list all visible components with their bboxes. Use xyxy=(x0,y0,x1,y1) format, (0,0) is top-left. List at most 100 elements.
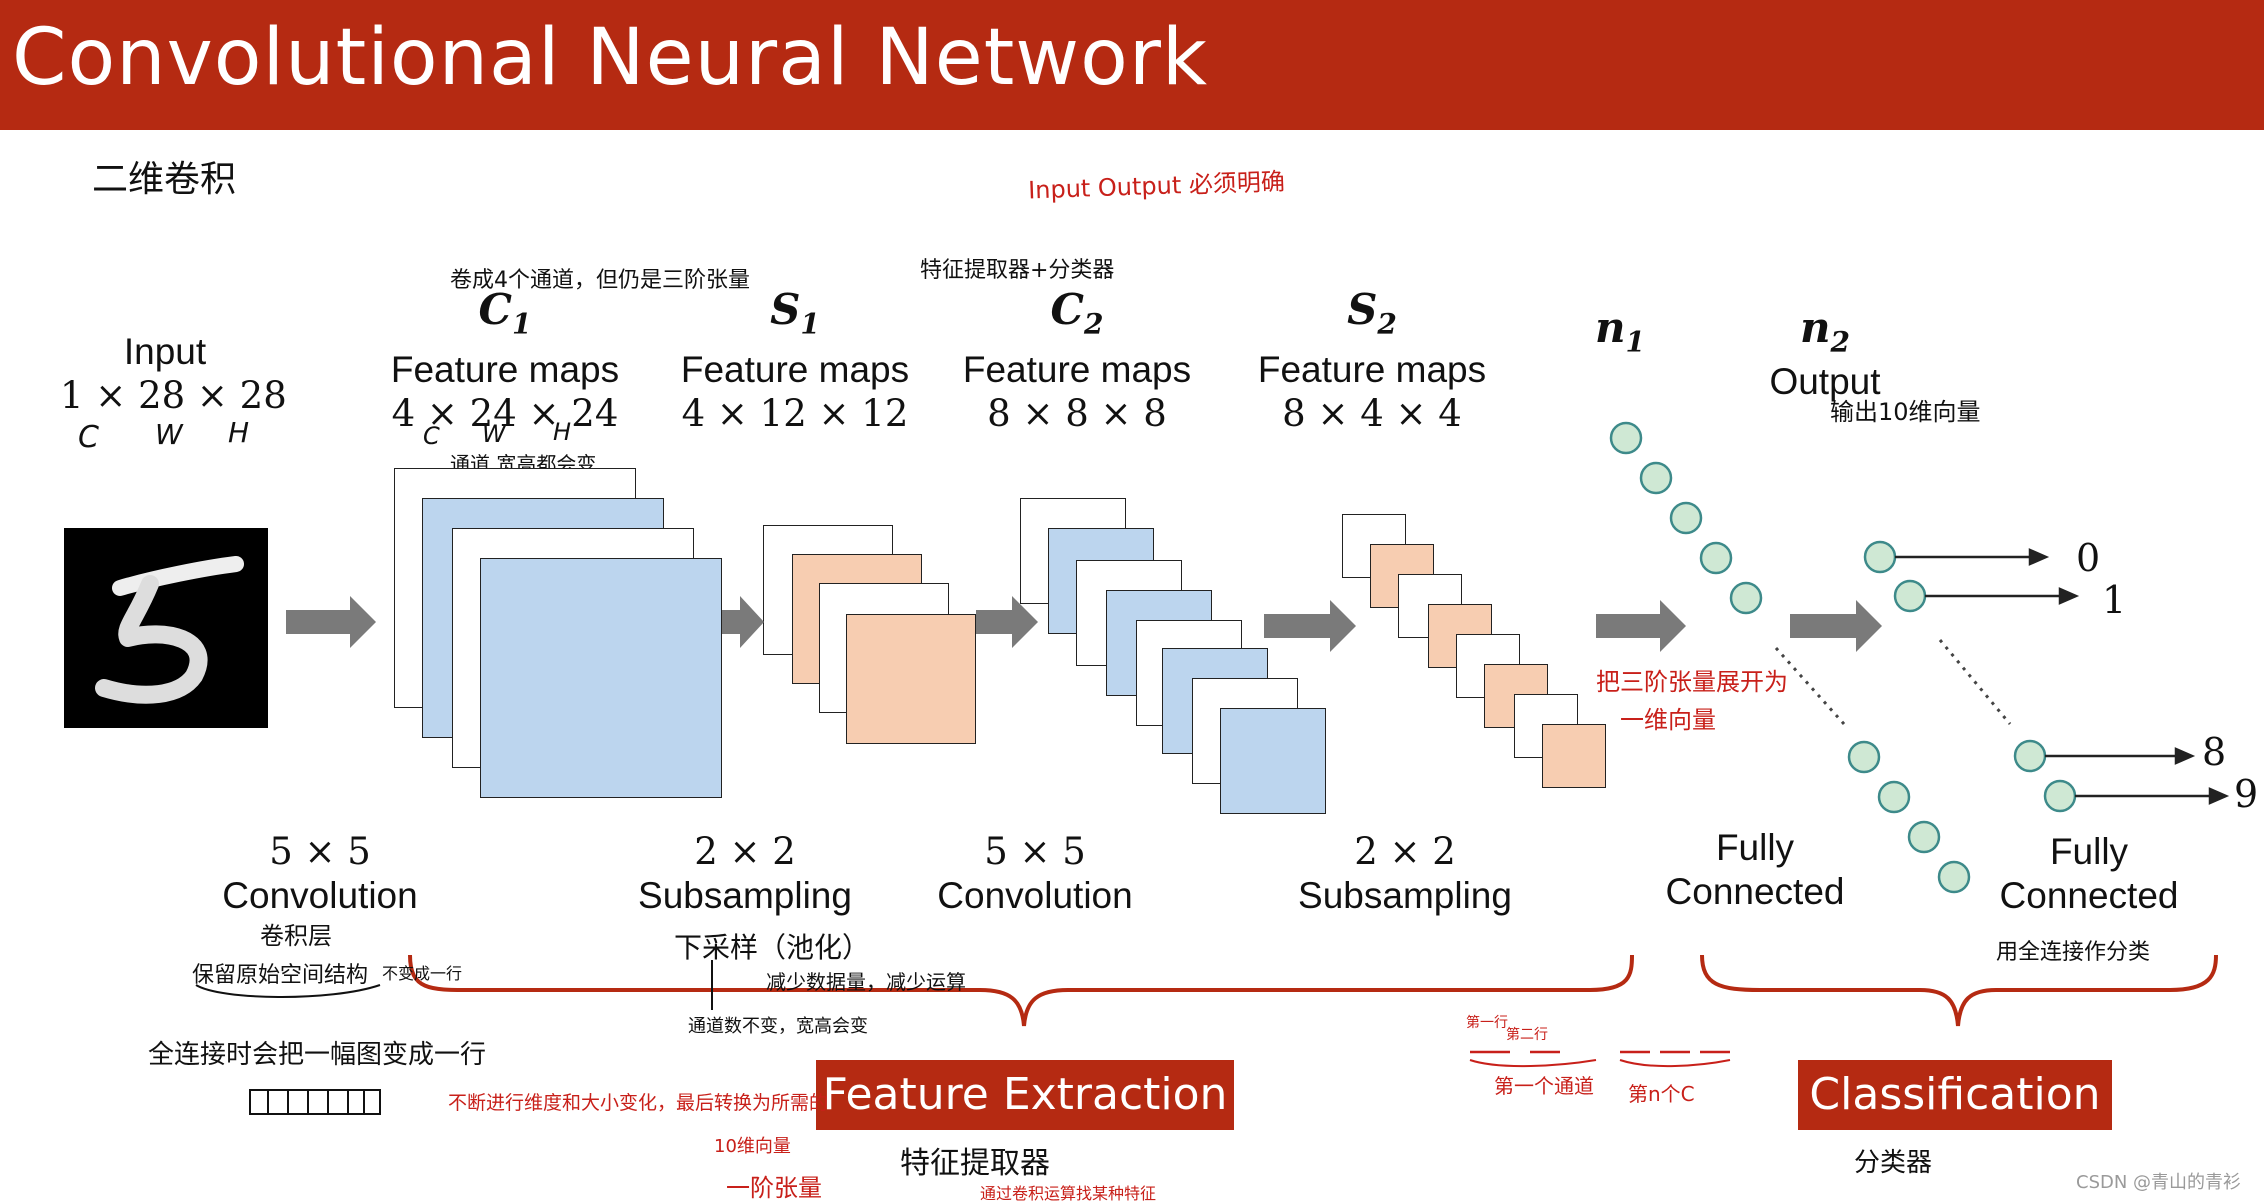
no-row-note: 不变成一行 xyxy=(382,964,463,983)
input-h-label: H xyxy=(228,416,250,449)
output-arrowhead-9 xyxy=(2208,787,2230,805)
arrow-n1-n2 xyxy=(1790,600,1882,652)
s2-map-8 xyxy=(1542,724,1606,788)
input-c-label: C xyxy=(78,420,99,455)
annotation-c1: 卷成4个通道，但仍是三阶张量 xyxy=(450,268,750,293)
op-sub-2-size: 2 × 2 xyxy=(1354,830,1456,873)
digit-five-glyph xyxy=(95,556,244,704)
c1-label: C1 Feature maps 4 × 24 × 24 xyxy=(380,286,630,436)
flatten-curve-1 xyxy=(1469,1059,1597,1068)
last-c-note: 第n个C xyxy=(1628,1082,1695,1106)
c2-label: C2 Feature maps 8 × 8 × 8 xyxy=(952,286,1202,436)
n1-node xyxy=(1639,461,1673,495)
brace-classification xyxy=(1700,954,2218,1027)
op-conv-2-name: Convolution xyxy=(937,875,1133,916)
n2-node xyxy=(2013,739,2047,773)
n1-node xyxy=(1699,541,1733,575)
c1-dims: 4 × 24 × 24 xyxy=(391,392,619,436)
output-arrowhead-0 xyxy=(2028,548,2050,566)
fc-row-note: 全连接时会把一幅图变成一行 xyxy=(148,1040,487,1070)
fc-classify-note: 用全连接作分类 xyxy=(1996,940,2151,965)
n2-note: 输出10维向量 xyxy=(1830,398,1981,426)
flow-arrows xyxy=(286,596,1882,652)
n1-node xyxy=(1609,421,1643,455)
c1-symbol: C1 xyxy=(478,285,532,341)
n1-node xyxy=(1937,860,1971,894)
output-arrowhead-1 xyxy=(2058,587,2080,605)
n1-node xyxy=(1847,740,1881,774)
op-fc-1-line1: Fully xyxy=(1715,827,1795,868)
n2-node xyxy=(2043,779,2077,813)
page-title: Convolutional Neural Network xyxy=(12,13,1209,103)
continuous-note: 不断进行维度和大小变化，最后转换为所需的 xyxy=(448,1092,829,1114)
op-conv-1: 5 × 5 Convolution xyxy=(200,830,440,918)
op-conv-1-size: 5 × 5 xyxy=(269,830,371,873)
n2-node xyxy=(1863,540,1897,574)
s2-dims: 8 × 4 × 4 xyxy=(1282,392,1462,436)
input-w-label: W xyxy=(155,418,183,451)
output-arrows xyxy=(1895,548,2230,805)
c2-symbol: C2 xyxy=(1050,285,1104,341)
input-image xyxy=(64,528,268,728)
op-fc-2-line1: Fully xyxy=(2049,831,2129,872)
classifier-note: 分类器 xyxy=(1854,1148,1933,1178)
annotation-2d-conv: 二维卷积 xyxy=(92,159,237,200)
flatten-curve-2 xyxy=(1619,1059,1731,1068)
n2-label: n2 Output xyxy=(1745,304,1905,404)
channel-note: 通道数不变，宽高会变 xyxy=(688,1016,868,1037)
keep-structure-underline xyxy=(195,984,381,998)
c1-w-label: W xyxy=(482,420,506,448)
input-label: Input 1 × 28 × 28 xyxy=(60,330,287,418)
subsample-note: 下采样（池化） xyxy=(674,931,871,964)
output-arrowhead-8 xyxy=(2174,747,2196,765)
output-1: 1 xyxy=(2102,578,2127,622)
arrow-c1-s1 xyxy=(722,596,764,648)
n2-node xyxy=(1893,579,1927,613)
flatten-note-1: 把三阶张量展开为 xyxy=(1596,668,1788,696)
arrow-s1-c2 xyxy=(976,596,1038,648)
watermark: CSDN @青山的青衫 xyxy=(2076,1172,2242,1193)
ten-dim-note: 10维向量 xyxy=(714,1136,791,1157)
op-conv-2: 5 × 5 Convolution xyxy=(915,830,1155,918)
s2-symbol: S2 xyxy=(1347,285,1397,341)
s2-label: S2 Feature maps 8 × 4 × 4 xyxy=(1247,286,1497,436)
s1-dims: 4 × 12 × 12 xyxy=(681,392,909,436)
row-cells xyxy=(249,1089,381,1115)
op-sub-2-name: Subsampling xyxy=(1298,875,1512,916)
arrow-c2-s2 xyxy=(1264,600,1356,652)
s2-name: Feature maps xyxy=(1257,349,1487,391)
n1-node xyxy=(1729,581,1763,615)
op-conv-2-size: 5 × 5 xyxy=(984,830,1086,873)
op-fc-1: Fully Connected xyxy=(1640,826,1870,914)
op-sub-1: 2 × 2 Subsampling xyxy=(625,830,865,918)
op-fc-2-line2: Connected xyxy=(1999,875,2179,916)
s1-map-4 xyxy=(846,614,976,744)
second-row-note: 第二行 xyxy=(1506,1027,1548,1043)
n1-node xyxy=(1669,501,1703,535)
feature-extractor-note: 特征提取器 xyxy=(900,1146,1050,1181)
n1-node xyxy=(1907,820,1941,854)
s1-name: Feature maps xyxy=(680,349,910,391)
output-9: 9 xyxy=(2234,772,2259,816)
flatten-note-2: 一维向量 xyxy=(1620,706,1716,734)
feature-extraction-banner: Feature Extraction xyxy=(816,1060,1234,1130)
op-sub-2: 2 × 2 Subsampling xyxy=(1285,830,1525,918)
c2-dims: 8 × 8 × 8 xyxy=(987,392,1167,436)
c2-name: Feature maps xyxy=(962,349,1192,391)
output-0: 0 xyxy=(2076,536,2101,580)
c1-c-label: C xyxy=(423,422,440,450)
classification-banner: Classification xyxy=(1798,1060,2112,1130)
op-sub-1-name: Subsampling xyxy=(638,875,852,916)
feature-extractor-sub-note: 通过卷积运算找某种特征 xyxy=(980,1184,1157,1203)
n1-symbol: n1 xyxy=(1594,303,1646,359)
title-bar: Convolutional Neural Network xyxy=(0,0,2264,130)
arrow-input-c1 xyxy=(286,596,376,648)
n2-ellipsis xyxy=(1938,639,2012,725)
c1-name: Feature maps xyxy=(390,349,620,391)
n2-name: Output xyxy=(1769,361,1881,403)
output-8: 8 xyxy=(2202,730,2227,774)
c2-map-8 xyxy=(1220,708,1326,814)
c1-map-4 xyxy=(480,558,722,798)
s1-label: S1 Feature maps 4 × 12 × 12 xyxy=(670,286,920,436)
